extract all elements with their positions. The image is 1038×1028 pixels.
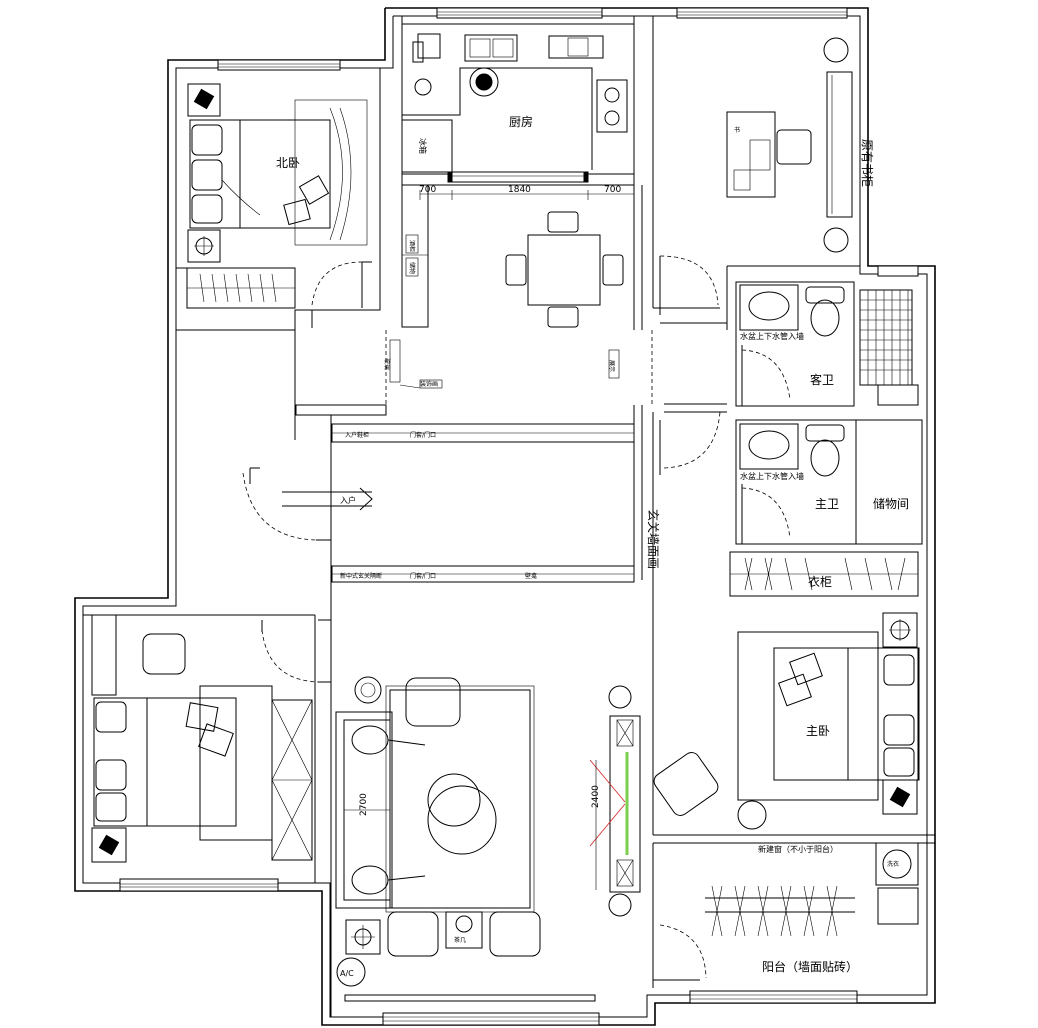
balcony: 洗衣 新建窗（不小于阳台） 阳台（墙面贴砖） <box>652 842 935 988</box>
entrance: 入户鞋柜 门套/门口 玄关墙面画 入户 新中式玄关隔断 门套/门口 壁龛 <box>242 404 661 1017</box>
niche-tag: 壁龛 <box>525 572 537 580</box>
mirror-tag: 装饰画 <box>420 380 438 388</box>
cab-tag-1: 酒柜 <box>408 240 416 252</box>
books-label: 书 <box>734 126 740 134</box>
bookshelf-label: 原有书柜 <box>860 139 874 187</box>
fridge-label: 冰箱 <box>418 138 428 154</box>
living-dimensions: 2700 2400 <box>359 785 601 816</box>
guest-bath-label: 客卫 <box>810 372 834 387</box>
outer-walls <box>74 7 936 1026</box>
kitchen: 冰箱 厨房 <box>401 16 635 186</box>
side-table-mark: 茶几 <box>454 936 466 944</box>
dim-kitchen-right: 700 <box>604 185 621 195</box>
master-sink-note: 水盆上下水管入墙 <box>740 471 804 481</box>
dim-tv-wall: 2400 <box>591 785 601 808</box>
dim-sofa-length: 2700 <box>359 793 369 816</box>
master-wardrobe: 衣柜 <box>729 551 919 597</box>
cab-tag-2: 储物 <box>408 262 416 274</box>
entry-cabinet-label: 入户鞋柜 <box>345 431 369 439</box>
master-bath: 水盆上下水管入墙 主卫 储物间 <box>659 403 923 545</box>
balcony-label: 阳台（墙面贴砖） <box>762 959 858 974</box>
dim-kitchen-mid: 1840 <box>508 185 531 195</box>
partition-label: 新中式玄关隔断 <box>340 572 382 580</box>
new-window-label: 新建窗（不小于阳台） <box>758 844 838 854</box>
master-bedroom: 主卧 <box>652 412 935 836</box>
kitchen-dimensions: 700 1840 700 <box>419 185 635 200</box>
storage-label: 储物间 <box>873 496 909 511</box>
north-bedroom: 北卧 <box>176 68 381 440</box>
guest-sink-note: 水盆上下水管入墙 <box>740 331 804 341</box>
west-bedroom <box>83 614 331 883</box>
glass-tag: 玻璃 <box>383 358 391 370</box>
entry-arrow-label: 入户 <box>340 495 356 505</box>
living-room: 茶几 A/C <box>335 676 641 987</box>
master-bedroom-label: 主卧 <box>806 724 830 738</box>
study: 书 原有书柜 <box>652 16 874 330</box>
shelf-tag: 展示 <box>608 360 615 372</box>
ac-label: A/C <box>340 969 354 978</box>
dining: 装饰画 玻璃 展示 酒柜 储物 <box>383 184 653 405</box>
kitchen-label: 厨房 <box>509 114 533 129</box>
entrance-wall-label: 玄关墙面画 <box>646 509 661 569</box>
door-tag-1: 门套/门口 <box>410 431 436 439</box>
door-tag-2: 门套/门口 <box>410 572 436 580</box>
master-bath-label: 主卫 <box>815 497 839 511</box>
washer-label: 洗衣 <box>887 860 899 868</box>
guest-bath: 水盆上下水管入墙 客卫 <box>735 281 919 407</box>
north-bedroom-label: 北卧 <box>276 156 300 170</box>
wardrobe-label: 衣柜 <box>808 574 832 589</box>
